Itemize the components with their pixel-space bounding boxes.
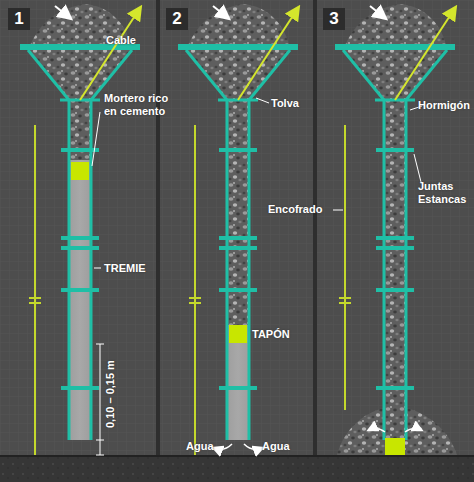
panel-number: 1: [8, 8, 30, 30]
part-label: Agua: [186, 440, 214, 453]
panel-number: 3: [323, 8, 345, 30]
panel-three: [335, 4, 457, 455]
panel-two: [178, 4, 298, 455]
part-label: Mortero rico en cemento: [104, 92, 176, 118]
panel-one: [20, 4, 140, 455]
dimension-label: 0,10 – 0,15 m: [104, 360, 117, 428]
leader-line: [333, 210, 343, 211]
part-label: TREMIE: [104, 262, 146, 275]
panel-number: 2: [166, 8, 188, 30]
part-label: Cable: [106, 34, 136, 47]
part-label: Juntas Estancas: [418, 180, 470, 206]
part-label: Encofrado: [268, 203, 322, 216]
part-label: Agua: [262, 440, 290, 453]
part-label: TAPÓN: [252, 328, 290, 341]
part-label: Hormigón: [418, 99, 470, 112]
part-label: Tolva: [271, 97, 299, 110]
